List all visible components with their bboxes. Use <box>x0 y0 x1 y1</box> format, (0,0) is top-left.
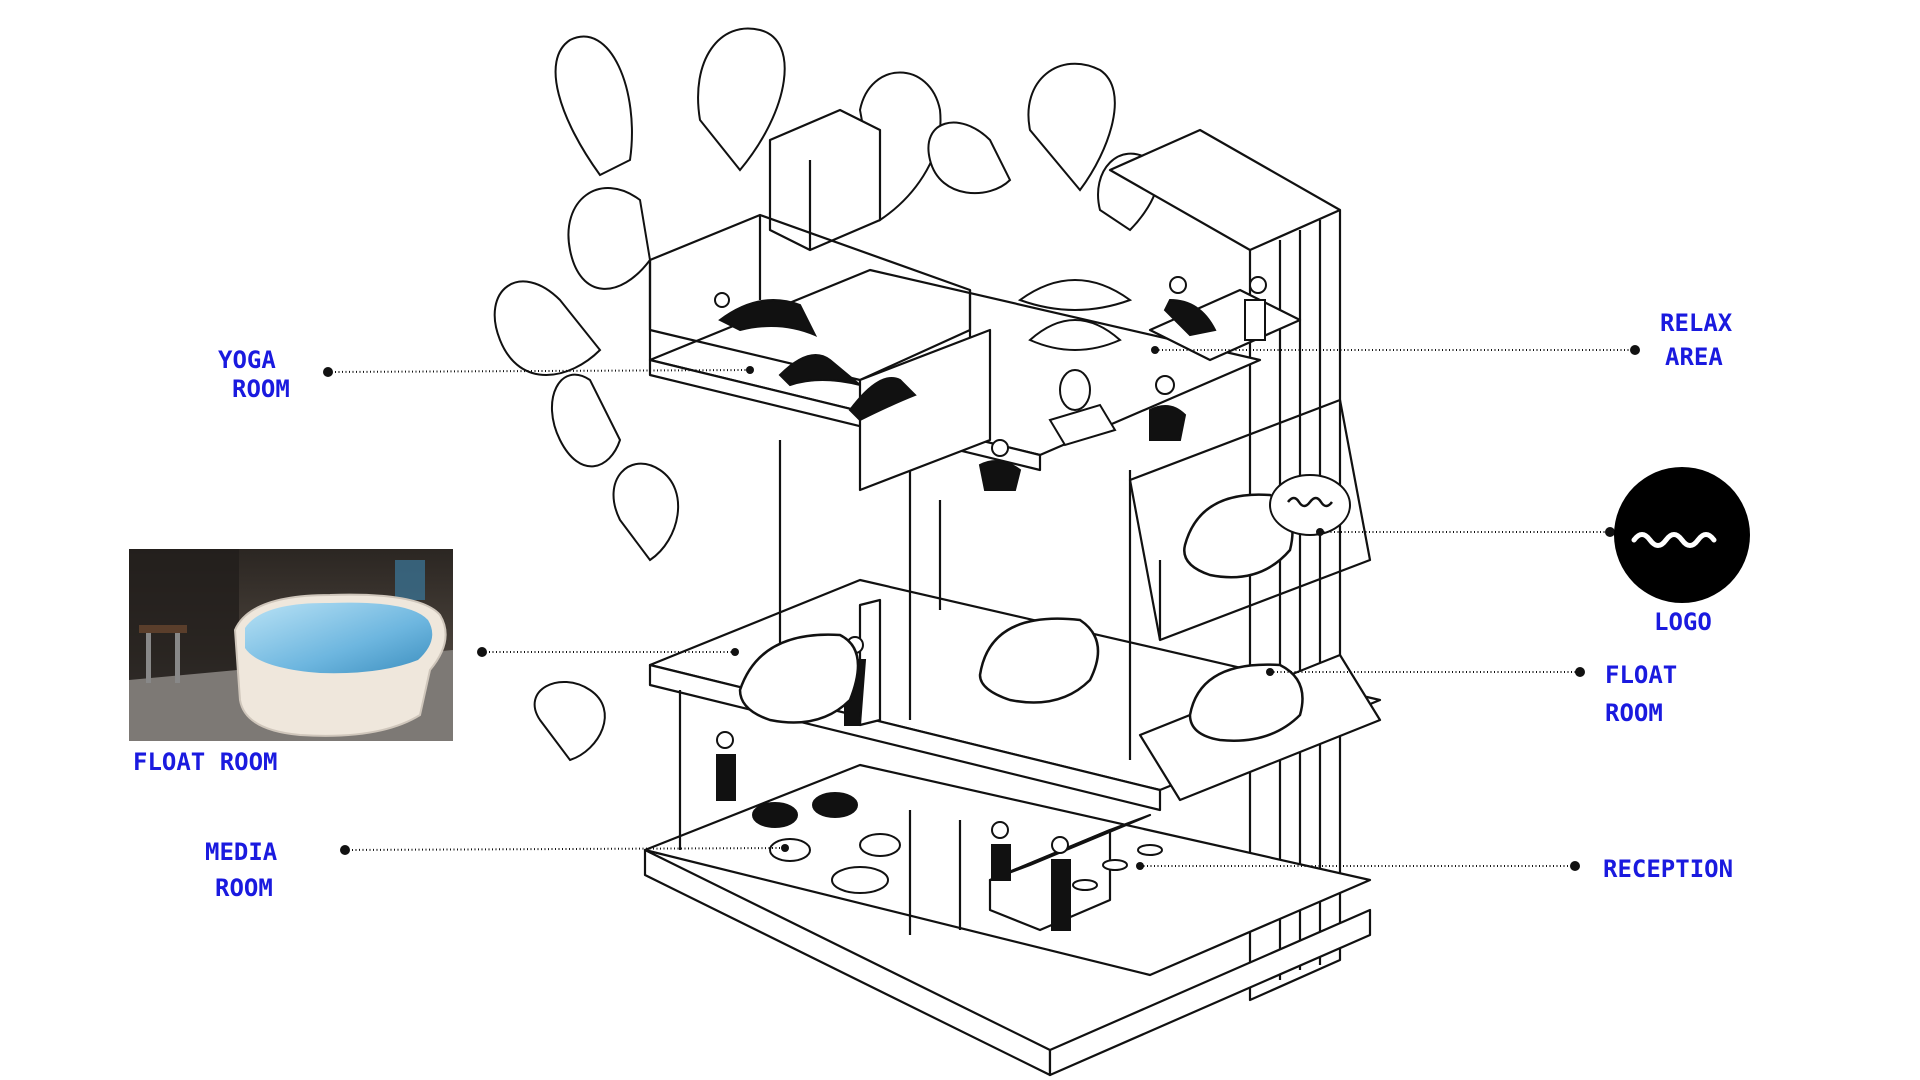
label-media-line2: ROOM <box>215 874 273 902</box>
building-section <box>643 108 1382 1077</box>
label-logo: LOGO <box>1654 608 1712 636</box>
label-reception: RECEPTION <box>1603 855 1733 883</box>
label-relax-line1: RELAX <box>1660 309 1733 337</box>
label-relax-line2: AREA <box>1665 343 1723 371</box>
foliage <box>493 27 1160 762</box>
float-pods <box>738 493 1304 742</box>
label-yoga-line2: ROOM <box>232 375 290 403</box>
leader-dots <box>323 345 1640 871</box>
leader-lines <box>327 349 1635 867</box>
figures <box>714 276 1267 931</box>
logo-badge <box>1614 467 1750 603</box>
building-logo-sign <box>1269 474 1351 536</box>
label-float-photo: FLOAT ROOM <box>133 748 278 776</box>
label-float-right-line2: ROOM <box>1605 699 1663 727</box>
wave-icon <box>1631 532 1717 548</box>
float-room-photo <box>129 549 453 741</box>
label-float-right-line1: FLOAT <box>1605 661 1677 689</box>
label-yoga-line1: YOGA <box>218 346 276 374</box>
label-media-line1: MEDIA <box>205 838 278 866</box>
